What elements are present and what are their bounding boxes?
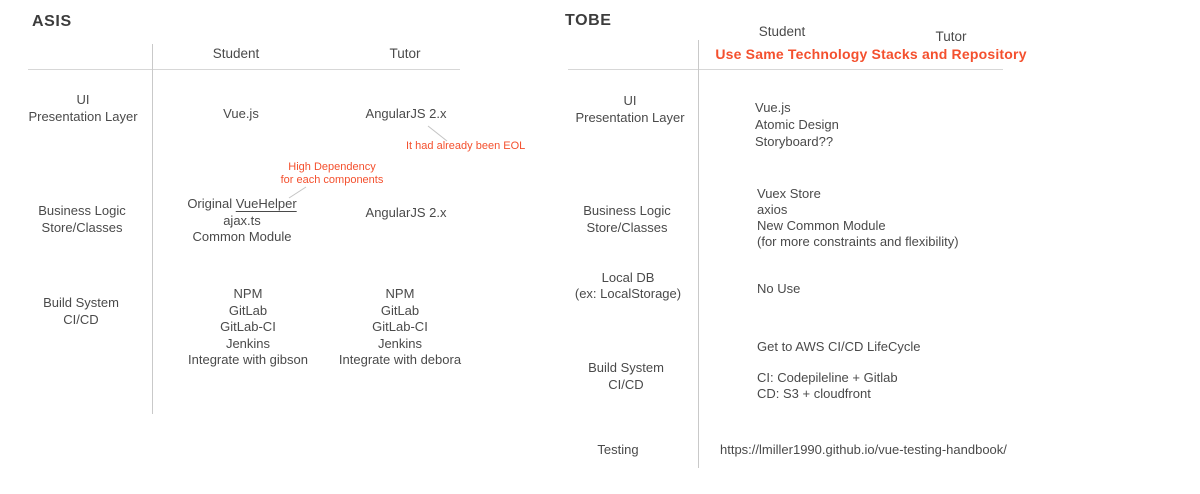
- asis-cell-business-student-line1: Original VueHelper: [162, 196, 322, 213]
- asis-cell-ui-tutor: AngularJS 2.x: [365, 106, 447, 121]
- asis-cell-build-student: NPM GitLab GitLab-CI Jenkins Integrate w…: [188, 286, 308, 367]
- asis-column-header-tutor: Tutor: [389, 46, 421, 61]
- tobe-row-label-local-db: Local DB (ex: LocalStorage): [574, 270, 682, 301]
- tobe-cell-local-db-value: No Use: [757, 281, 801, 296]
- asis-cell-ui-student: Vue.js: [223, 106, 259, 121]
- tobe-column-header-tutor: Tutor: [935, 29, 967, 44]
- tobe-panel: TOBE Student Tutor Use Same Technology S…: [560, 0, 1200, 494]
- tobe-row-label-testing: Testing: [597, 442, 639, 457]
- asis-panel: ASIS Student Tutor UI Presentation Layer…: [0, 0, 560, 494]
- asis-column-rule: [152, 44, 153, 414]
- tobe-row-label-ui-presentation: UI Presentation Layer: [575, 93, 685, 125]
- asis-row-label-business-logic: Business Logic Store/Classes: [38, 203, 126, 235]
- asis-cell-business-student: Original VueHelper ajax.ts Common Module: [162, 196, 322, 246]
- asis-column-header-student: Student: [212, 46, 260, 61]
- asis-cell-build-tutor: NPM GitLab GitLab-CI Jenkins Integrate w…: [338, 286, 462, 367]
- tobe-cell-business-value: Vuex Store axios New Common Module (for …: [757, 186, 959, 249]
- asis-annotation-eol: It had already been EOL: [406, 140, 526, 152]
- asis-header-rule: [28, 69, 460, 70]
- tobe-header-rule: [568, 69, 1003, 70]
- tobe-title: TOBE: [565, 12, 612, 29]
- tobe-column-rule: [698, 40, 699, 468]
- tobe-column-header-student: Student: [758, 24, 806, 39]
- tobe-cell-testing-url: https://lmiller1990.github.io/vue-testin…: [720, 442, 1007, 457]
- tobe-row-label-business-logic: Business Logic Store/Classes: [583, 203, 671, 235]
- tobe-cell-ui-value: Vue.js Atomic Design Storyboard??: [755, 100, 839, 149]
- asis-cell-business-student-rest: ajax.ts Common Module: [192, 212, 292, 245]
- asis-row-label-ui-presentation: UI Presentation Layer: [28, 92, 138, 124]
- tobe-banner-note: Use Same Technology Stacks and Repositor…: [715, 46, 1027, 62]
- tobe-row-label-build-system: Build System CI/CD: [588, 360, 664, 392]
- asis-title: ASIS: [32, 13, 72, 30]
- asis-cell-business-tutor: AngularJS 2.x: [365, 205, 447, 220]
- vuehelper-underlined-text: VueHelper: [235, 196, 297, 211]
- asis-row-label-build-system: Build System CI/CD: [43, 295, 119, 327]
- tobe-cell-build-value: Get to AWS CI/CD LifeCycle CI: Codepilel…: [757, 339, 921, 401]
- original-text: Original: [187, 196, 236, 211]
- asis-annotation-high-dependency: High Dependency for each components: [280, 161, 384, 186]
